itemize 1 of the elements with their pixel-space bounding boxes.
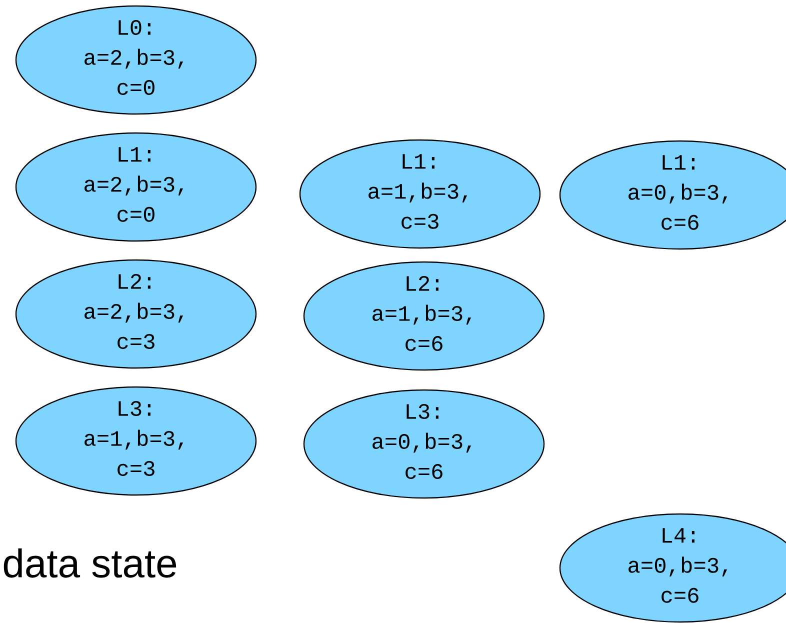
caption-text: data state xyxy=(4,548,176,578)
